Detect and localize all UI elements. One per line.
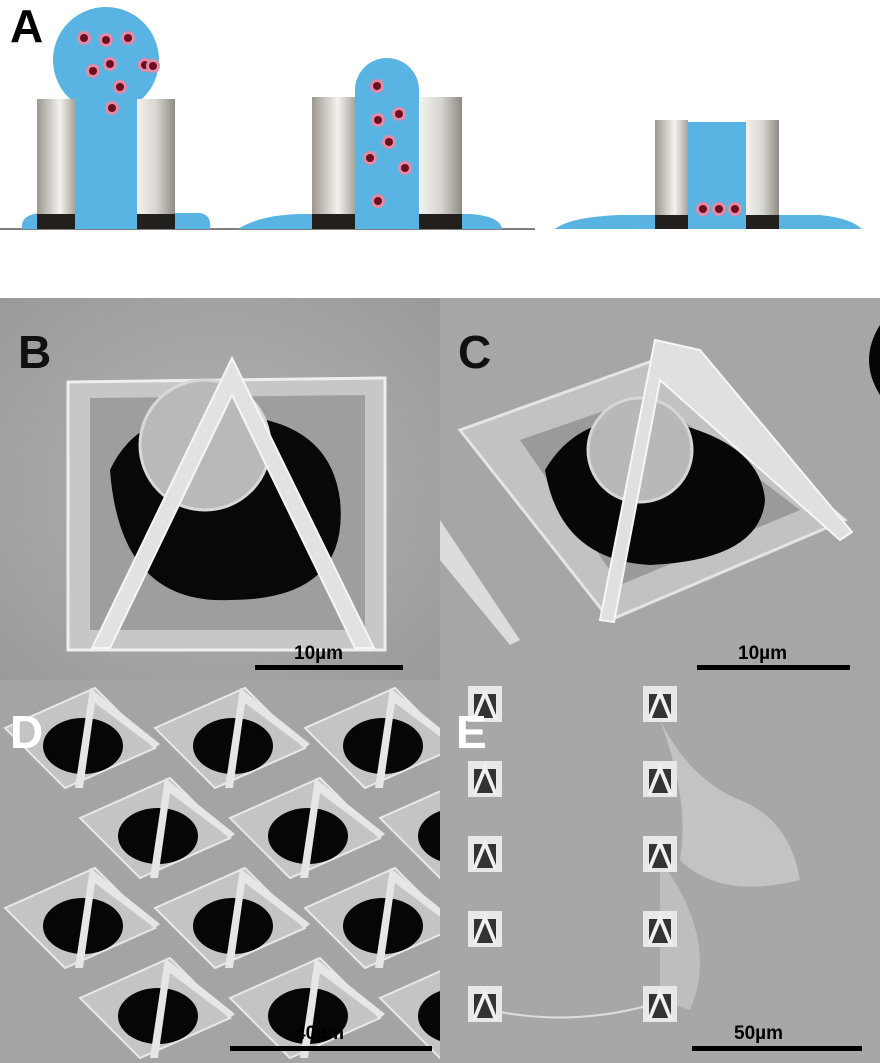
scale-bar-c <box>697 665 850 670</box>
panel-a-schematic: A <box>0 0 862 230</box>
panel-label-a: A <box>10 0 43 52</box>
microwell-structure <box>643 761 677 797</box>
microwell-structure <box>303 866 440 970</box>
panel-b-sem-image: B 10µm <box>0 298 440 680</box>
microwell-structure <box>78 956 235 1060</box>
microwell-structure <box>378 790 440 880</box>
microwell-structure <box>643 836 677 872</box>
microwell-structure <box>303 686 440 790</box>
scale-bar-d <box>230 1046 432 1051</box>
microwell-structure <box>153 686 310 790</box>
panel-label-e: E <box>456 706 487 758</box>
microwell-structure <box>153 866 310 970</box>
scale-bar-label-b: 10µm <box>294 643 343 664</box>
panel-c-sem-image: C 10µm <box>440 298 880 680</box>
panel-e-sem-image: E 50µm <box>440 680 880 1063</box>
microwell-structure <box>643 911 677 947</box>
microwell-structure <box>3 686 160 790</box>
microwell-structure <box>228 776 385 880</box>
microwell-structure <box>378 970 440 1060</box>
microwell-structure <box>468 986 502 1022</box>
panel-label-d: D <box>10 706 43 758</box>
scale-bar-b <box>255 665 403 670</box>
scale-bar-label-d: 40µm <box>295 1023 344 1044</box>
scale-bar-label-c: 10µm <box>738 643 787 664</box>
microwell-structure <box>643 986 677 1022</box>
microwell-structure <box>468 836 502 872</box>
microwell-structure <box>3 866 160 970</box>
microwell-structure <box>468 686 502 722</box>
scale-bar-label-e: 50µm <box>734 1023 783 1044</box>
microwell-structure <box>468 911 502 947</box>
scale-bar-e <box>692 1046 862 1051</box>
microwell-structure <box>78 776 235 880</box>
panel-label-b: B <box>18 326 51 378</box>
microwell-structure <box>468 761 502 797</box>
panel-label-c: C <box>458 326 491 378</box>
microwell-structure <box>643 686 677 722</box>
panel-d-sem-image: D 40µm <box>0 680 440 1063</box>
